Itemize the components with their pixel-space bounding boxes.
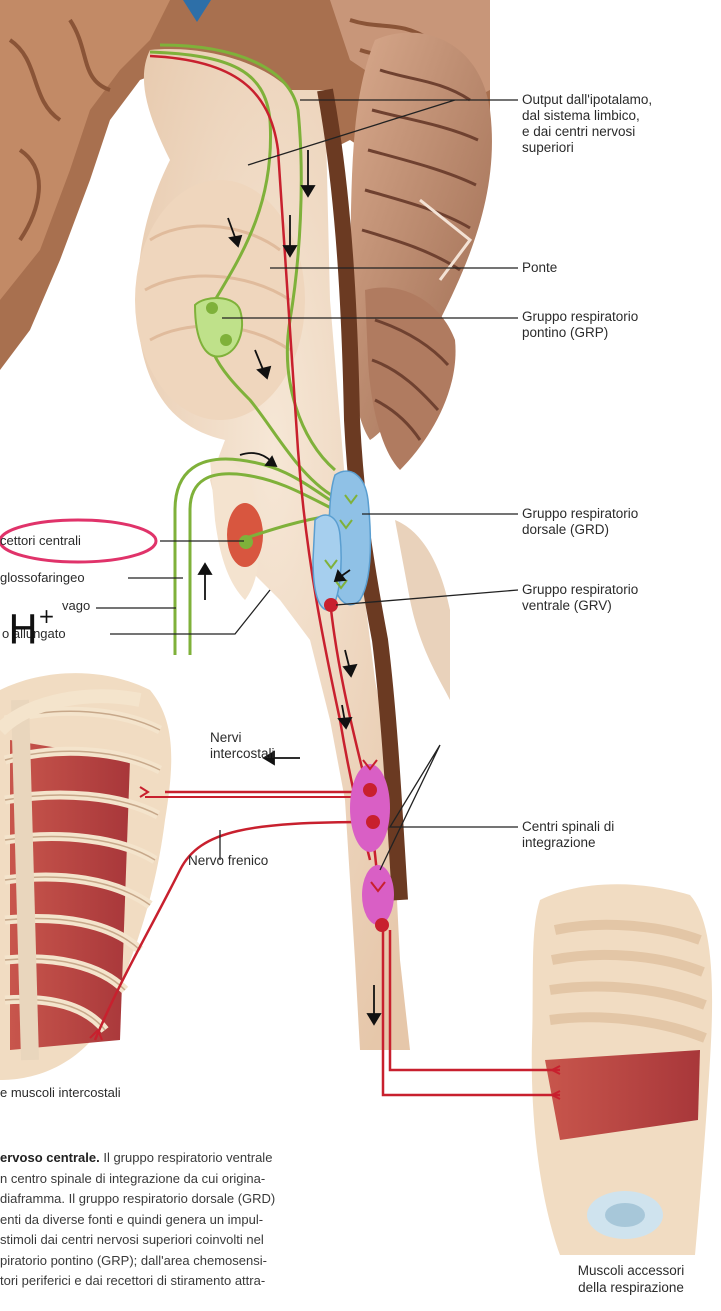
label-muscoli-intercostali: e muscoli intercostali [0,1085,121,1101]
label-muscoli-accessori: Muscoli accessori della respirazione [556,1262,706,1296]
caption-line-4: enti da diverse fonti e quindi genera un… [0,1210,472,1231]
label-grv: Gruppo respiratorio ventrale (GRV) [522,582,638,614]
cerebellum [348,33,492,470]
label-vago: vago [62,598,90,614]
label-centri-spinali: Centri spinali di integrazione [522,819,614,851]
caption-line-6: piratorio pontino (GRP); dall'area chemo… [0,1251,472,1272]
rib-cage [0,673,171,1080]
caption-line-1-rest: Il gruppo respiratorio ventrale [100,1150,273,1165]
label-nervo-frenico: Nervo frenico [188,853,268,869]
label-nervi-intercostali: Nervi intercostali [210,730,275,762]
label-output-hypothalamus: Output dall'ipotalamo, dal sistema limbi… [522,92,652,156]
caption-bold-start: ervoso centrale. [0,1150,100,1165]
figure-caption: ervoso centrale. Il gruppo respiratorio … [0,1148,472,1292]
h-plus-sign: + [38,604,55,628]
caption-line-1: ervoso centrale. Il gruppo respiratorio … [0,1148,472,1169]
label-ponte: Ponte [522,260,557,276]
label-chemocettori-centrali: cettori centrali [0,533,81,549]
h-plus-annotation: H+ [8,602,55,650]
caption-line-3: diaframma. Il gruppo respiratorio dorsal… [0,1189,472,1210]
caption-line-7: tori periferici e dai recettori di stira… [0,1271,472,1292]
caption-line-2: n centro spinale di integrazione da cui … [0,1169,472,1190]
caption-line-5: stimoli dai centri nervosi superiori coi… [0,1230,472,1251]
label-glossofaringeo: glossofaringeo [0,570,85,586]
label-grp: Gruppo respiratorio pontino (GRP) [522,309,638,341]
h-plus-letter: H [8,607,38,653]
label-grd: Gruppo respiratorio dorsale (GRD) [522,506,638,538]
